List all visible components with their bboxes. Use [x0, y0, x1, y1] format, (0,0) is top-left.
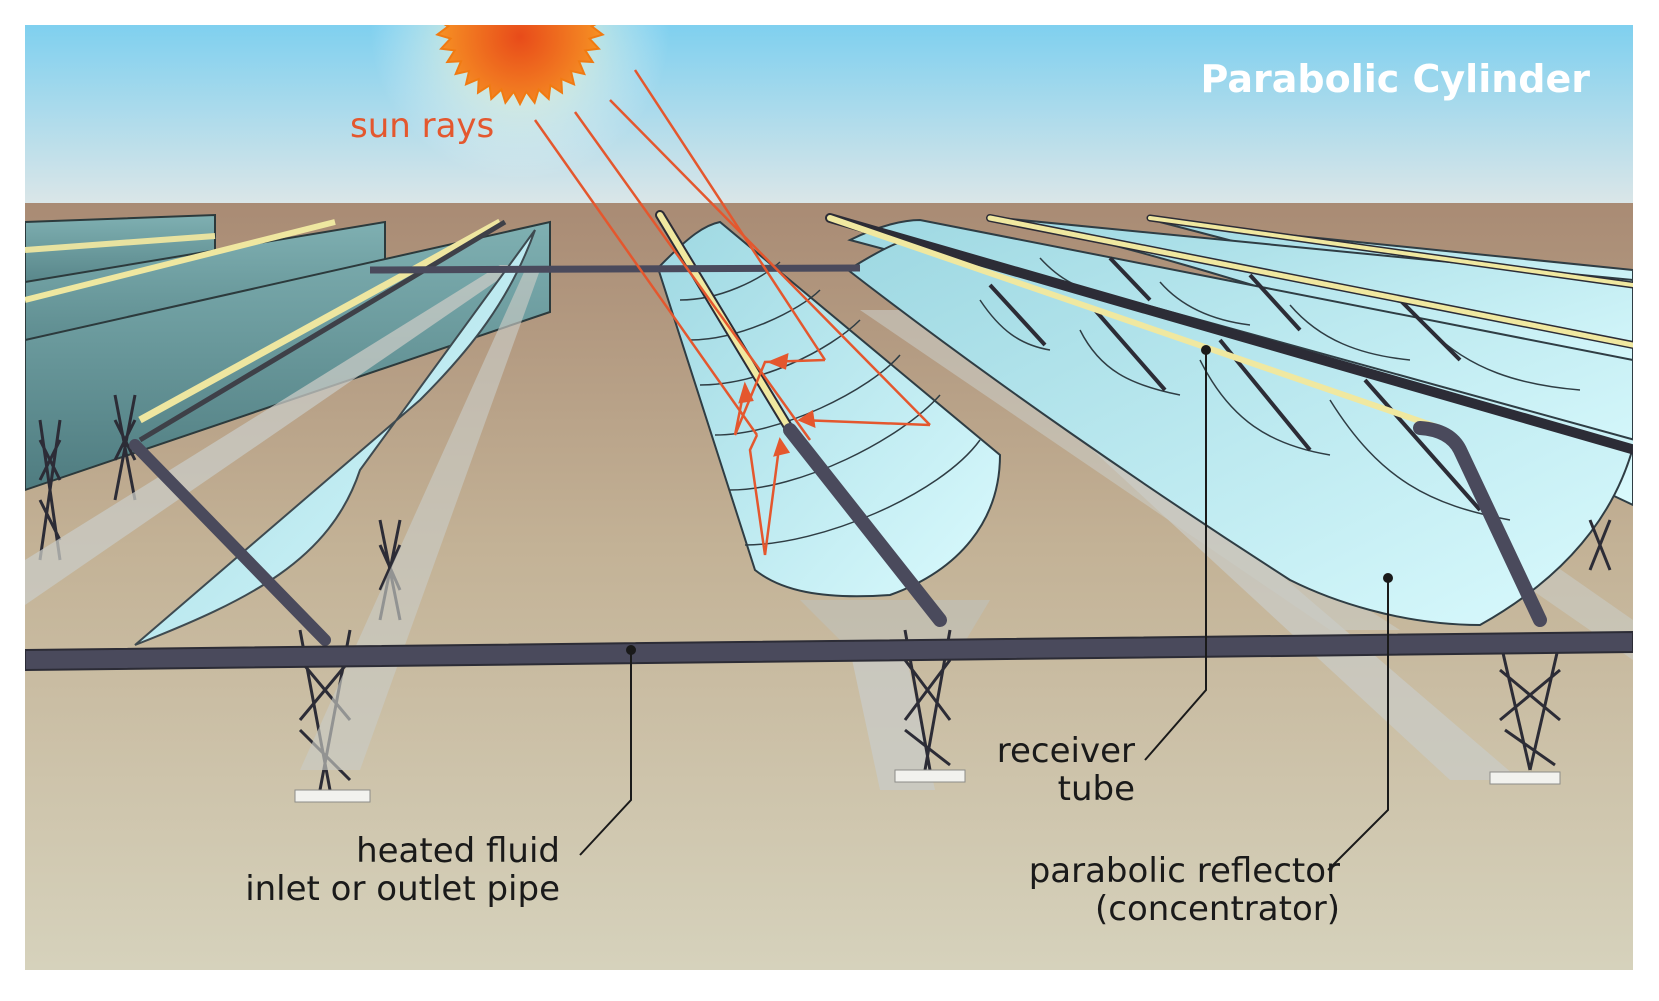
- receiver-tube-label-line1: receiver: [997, 731, 1135, 771]
- reflector-label-line1: parabolic reflector: [1029, 851, 1340, 891]
- right-receiver-tube: [827, 215, 1443, 431]
- pipe-label-line1: heated fluid: [356, 831, 560, 871]
- middle-collector-row: [655, 210, 1002, 790]
- right-parabolic-reflector: [846, 238, 1633, 627]
- scene: [25, 25, 1633, 970]
- diagram-title: Parabolic Cylinder: [1201, 57, 1591, 101]
- sun-rays: [533, 69, 931, 556]
- left-collector-rows: [25, 213, 551, 791]
- sun-rays-label: sun rays: [350, 106, 494, 146]
- sky: [25, 25, 1633, 205]
- reflector-label-line2: (concentrator): [1095, 889, 1340, 929]
- heated-fluid-pipe: [25, 630, 1633, 803]
- right-collector-rows: [825, 213, 1633, 785]
- leader-lines: [579, 345, 1393, 871]
- back-pipe: [369, 264, 861, 274]
- receiver-tube-label-line2: tube: [1058, 769, 1135, 809]
- left-connector-pipe: [129, 439, 331, 646]
- left-parabolic-reflector: [134, 229, 536, 646]
- pipe-label-line2: inlet or outlet pipe: [245, 869, 560, 909]
